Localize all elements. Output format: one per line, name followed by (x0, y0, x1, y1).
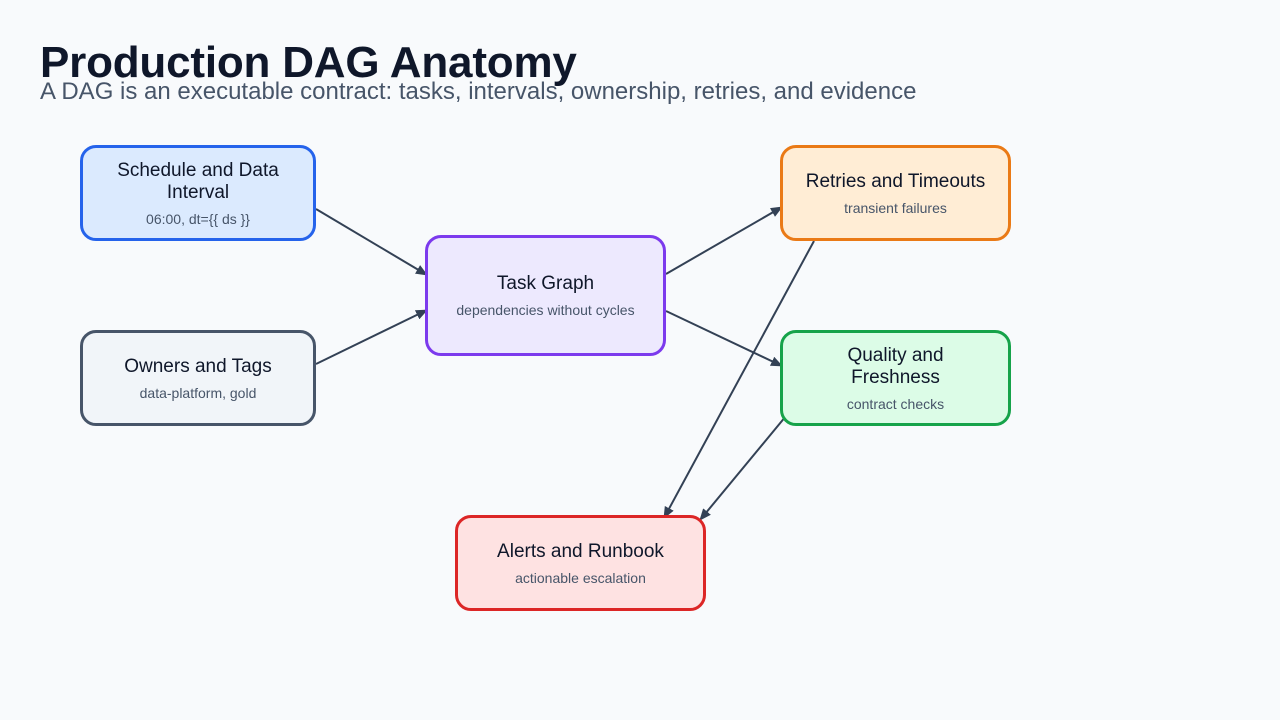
edge-quality-to-alerts (699, 415, 787, 521)
page-title: Production DAG Anatomy (40, 38, 577, 87)
node-label: Task Graph (496, 273, 595, 294)
page-subtitle: A DAG is an executable contract: tasks, … (40, 78, 917, 105)
edge-owners-to-graph (315, 309, 428, 365)
node-owners-and-tags: Owners and Tags data-platform, gold (80, 330, 316, 426)
node-label: Alerts and Runbook (497, 540, 664, 562)
node-sublabel: dependencies without cycles (456, 302, 635, 318)
edge-retries-to-alerts (663, 240, 815, 519)
node-quality-and-freshness: Quality and Freshness contract checks (780, 330, 1011, 426)
edge-graph-to-quality (665, 310, 783, 367)
node-sublabel: transient failures (844, 199, 947, 216)
node-alerts-and-runbook: Alerts and Runbook actionable escalation (455, 515, 706, 611)
node-schedule-and-data-interval: Schedule and Data Interval 06:00, dt={{ … (80, 145, 316, 241)
node-label: Quality and Freshness (847, 344, 944, 388)
node-label: Retries and Timeouts (805, 170, 986, 192)
node-sublabel: data-platform, gold (139, 384, 257, 401)
edge-graph-to-retries (665, 206, 783, 275)
node-sublabel: actionable escalation (515, 569, 646, 586)
node-label: Schedule and Data Interval (117, 159, 279, 203)
node-sublabel: 06:00, dt={{ ds }} (146, 210, 250, 227)
node-sublabel: contract checks (846, 395, 945, 412)
node-retries-and-timeouts: Retries and Timeouts transient failures (780, 145, 1011, 241)
edge-schedule-to-graph (315, 208, 428, 276)
node-label: Owners and Tags (124, 355, 272, 377)
node-task-graph: Task Graph dependencies without cycles (425, 235, 666, 356)
